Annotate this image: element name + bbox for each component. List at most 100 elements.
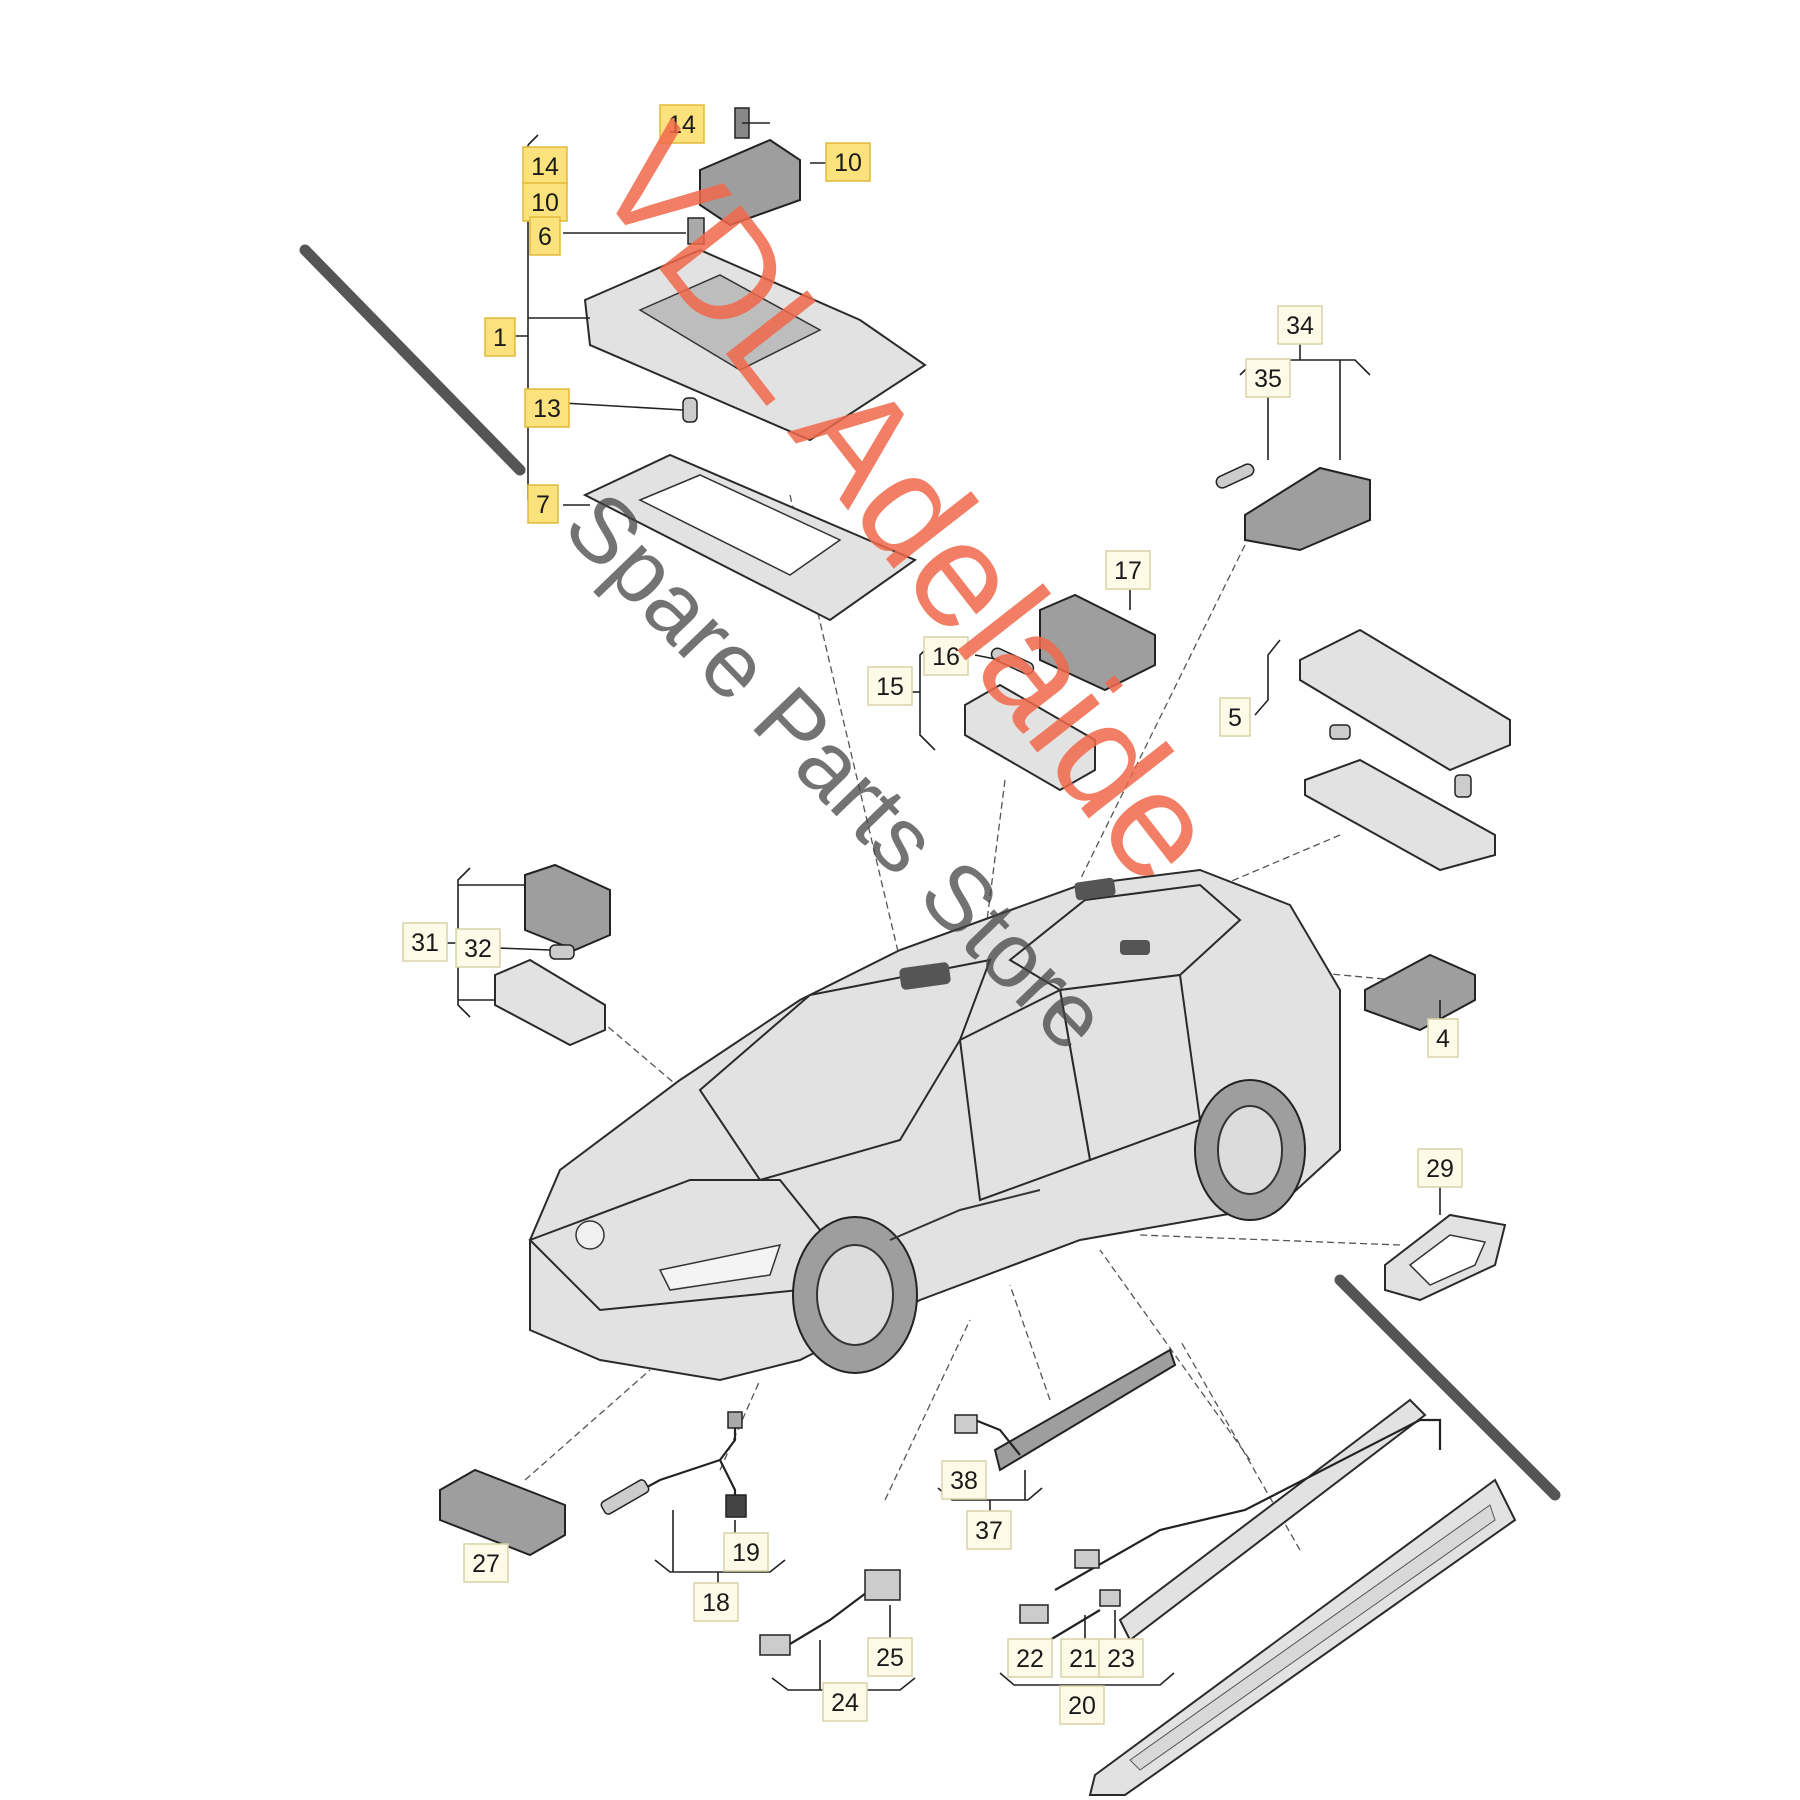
part-label-box [867,1637,913,1677]
part-label-box [1427,1018,1459,1058]
part-label-box [529,216,561,256]
part-label-18[interactable]: 18 [693,1582,739,1622]
part-label-box [484,317,516,357]
part-label-box [402,922,448,962]
part-label-box [693,1582,739,1622]
strip-light-37-38 [954,1348,1177,1472]
puddle-light-29 [1384,1213,1507,1302]
part-label-number: 21 [1069,1645,1097,1673]
glovebox-light-31 [494,863,611,1047]
part-label-box [463,1543,509,1583]
part-label-number: 15 [876,673,904,701]
part-label-6[interactable]: 6 [529,216,561,256]
part-label-23[interactable]: 23 [1098,1638,1144,1678]
part-label-box [966,1510,1012,1550]
part-label-number: 7 [536,491,550,519]
module-27 [439,1468,566,1557]
part-label-5[interactable]: 5 [1219,697,1251,737]
part-label-number: 4 [1436,1025,1450,1053]
part-label-number: 22 [1016,1645,1044,1673]
part-label-1[interactable]: 1 [484,317,516,357]
part-label-19[interactable]: 19 [723,1532,769,1572]
part-label-box [1277,305,1323,345]
part-label-10b[interactable]: 10 [522,182,568,222]
part-label-box [1098,1638,1144,1678]
part-label-box [923,636,969,676]
part-label-box [527,484,559,524]
part-label-16[interactable]: 16 [923,636,969,676]
part-label-number: 25 [876,1644,904,1672]
part-label-box [1059,1685,1105,1725]
part-label-box [1245,358,1291,398]
part-label-box [524,388,570,428]
part-label-number: 38 [950,1467,978,1495]
part-label-box [522,146,568,186]
part-label-box [867,666,913,706]
part-label-10a[interactable]: 10 [825,142,871,182]
part-label-number: 37 [975,1517,1003,1545]
part-label-4[interactable]: 4 [1427,1018,1459,1058]
part-label-box [1219,697,1251,737]
part-label-number: 17 [1114,557,1142,585]
part-label-number: 18 [702,1589,730,1617]
part-label-number: 10 [531,189,559,217]
part-label-box [659,104,705,144]
part-label-number: 29 [1426,1155,1454,1183]
part-label-37[interactable]: 37 [966,1510,1012,1550]
part-label-27[interactable]: 27 [463,1543,509,1583]
door-strip-20 [1019,1398,1442,1642]
sill-trim [1088,1478,1517,1796]
part-label-14a[interactable]: 14 [659,104,705,144]
part-label-25[interactable]: 25 [867,1637,913,1677]
part-label-number: 20 [1068,1692,1096,1720]
part-label-box [825,142,871,182]
reading-lamp-15 [964,647,1096,792]
rear-light-4 [1364,953,1476,1032]
part-label-20[interactable]: 20 [1059,1685,1105,1725]
part-label-34[interactable]: 34 [1277,305,1323,345]
part-label-number: 23 [1107,1645,1135,1673]
part-label-31[interactable]: 31 [402,922,448,962]
part-label-7[interactable]: 7 [527,484,559,524]
part-label-38[interactable]: 38 [941,1460,987,1500]
harness-24-25 [759,1569,901,1656]
part-label-box [1105,550,1151,590]
part-label-32[interactable]: 32 [455,928,501,968]
part-label-15[interactable]: 15 [867,666,913,706]
part-label-number: 31 [411,929,439,957]
part-label-13[interactable]: 13 [524,388,570,428]
part-label-box [723,1532,769,1572]
car-illustration [528,868,1341,1382]
part-label-number: 16 [932,643,960,671]
part-label-number: 14 [531,153,559,181]
part-label-number: 10 [834,149,862,177]
part-label-35[interactable]: 35 [1245,358,1291,398]
part-label-box [455,928,501,968]
part-label-box [822,1682,868,1722]
part-label-box [1417,1148,1463,1188]
part-label-number: 24 [831,1689,859,1717]
part-label-box [1007,1638,1053,1678]
overhead-console-assembly [582,107,927,622]
part-label-29[interactable]: 29 [1417,1148,1463,1188]
interior-light-5 [1299,628,1511,872]
part-label-number: 13 [533,395,561,423]
part-label-number: 27 [472,1550,500,1578]
rear-component-34 [1215,463,1371,552]
part-label-box [941,1460,987,1500]
part-label-17[interactable]: 17 [1105,550,1151,590]
part-label-number: 6 [538,223,552,251]
part-label-number: 19 [732,1539,760,1567]
part-label-number: 14 [668,111,696,139]
part-label-number: 34 [1286,312,1314,340]
part-label-number: 32 [464,935,492,963]
part-label-22[interactable]: 22 [1007,1638,1053,1678]
part-label-number: 1 [493,324,507,352]
module-17 [1039,593,1156,692]
harness-18-19 [600,1411,747,1518]
part-label-14b[interactable]: 14 [522,146,568,186]
part-label-number: 5 [1228,704,1242,732]
part-label-24[interactable]: 24 [822,1682,868,1722]
